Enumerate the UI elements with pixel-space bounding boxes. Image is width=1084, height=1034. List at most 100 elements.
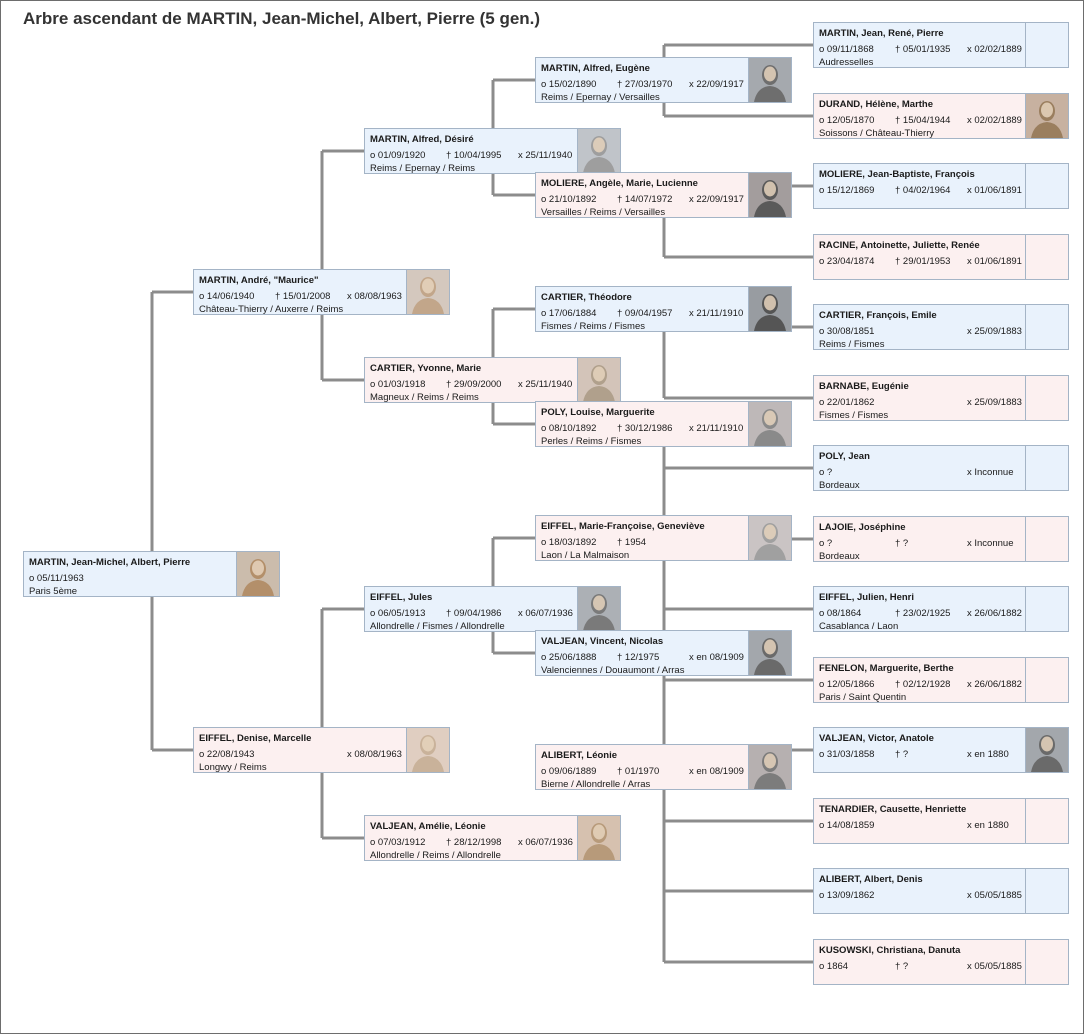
person-card[interactable]: CARTIER, Théodore o 17/06/1884 † 09/04/195… <box>535 286 792 332</box>
birth-date: o 31/03/1858 <box>819 749 875 760</box>
portrait-icon <box>578 816 620 860</box>
person-name: MARTIN, André, "Maurice" <box>199 275 319 286</box>
places: Bierne / Allondrelle / Arras <box>541 779 651 790</box>
marriage-date: x en 1880 <box>967 820 1009 831</box>
photo-frame <box>748 516 791 560</box>
photo-frame <box>1025 728 1068 772</box>
death-date: † 15/04/1944 <box>895 115 951 126</box>
birth-date: o 15/02/1890 <box>541 79 597 90</box>
marriage-date: x 06/07/1936 <box>518 608 573 619</box>
death-date: † 05/01/1935 <box>895 44 951 55</box>
photo-frame <box>1025 94 1068 138</box>
photo-frame <box>1025 164 1068 208</box>
birth-date: o ? <box>819 538 833 549</box>
death-date: † 02/12/1928 <box>895 679 951 690</box>
birth-date: o 17/06/1884 <box>541 308 597 319</box>
marriage-date: x 02/02/1889 <box>967 115 1022 126</box>
person-card[interactable]: MARTIN, André, "Maurice"o 14/06/1940† 15… <box>193 269 450 315</box>
birth-date: o 08/10/1892 <box>541 423 597 434</box>
person-name: CARTIER, Yvonne, Marie <box>370 363 482 374</box>
marriage-date: x 08/08/1963 <box>347 291 402 302</box>
marriage-date: x Inconnue <box>967 467 1014 478</box>
marriage-date: x 25/09/1883 <box>967 326 1022 337</box>
person-name: FENELON, Marguerite, Berthe <box>819 663 954 674</box>
places: Magneux / Reims / Reims <box>370 392 479 403</box>
photo-frame <box>748 58 791 102</box>
places: Casablanca / Laon <box>819 621 899 632</box>
portrait-icon <box>237 552 279 596</box>
marriage-date: x 26/06/1882 <box>967 679 1022 690</box>
photo-frame <box>1025 305 1068 349</box>
photo-frame <box>577 587 620 631</box>
death-date: † ? <box>895 538 909 549</box>
person-card[interactable]: EIFFEL, Denise, Marcelle o 22/08/1943 x 08… <box>193 727 450 773</box>
marriage-date: x 21/11/1910 <box>689 308 744 319</box>
death-date: † 04/02/1964 <box>895 185 951 196</box>
marriage-date: x 08/08/1963 <box>347 749 402 760</box>
places: Château-Thierry / Auxerre / Reims <box>199 304 344 315</box>
places: Reims / Epernay / Reims <box>370 163 476 174</box>
birth-date: o 23/04/1874 <box>819 256 875 267</box>
birth-date: o ? <box>819 467 833 478</box>
marriage-date: x 25/11/1940 <box>518 150 573 161</box>
person-name: BARNABE, Eugénie <box>819 381 909 392</box>
places: Soissons / Château-Thierry <box>819 128 935 139</box>
places: Laon / La Malmaison <box>541 550 630 561</box>
birth-date: o 06/05/1913 <box>370 608 426 619</box>
places: Allondrelle / Reims / Allondrelle <box>370 850 501 861</box>
places: Fismes / Reims / Fismes <box>541 321 645 332</box>
photo-frame <box>1025 23 1068 67</box>
death-date: † 09/04/1957 <box>617 308 673 319</box>
photo-frame <box>1025 799 1068 843</box>
birth-date: o 01/03/1918 <box>370 379 426 390</box>
places: Longwy / Reims <box>199 762 267 773</box>
marriage-date: x 05/05/1885 <box>967 961 1022 972</box>
photo-frame <box>406 270 449 314</box>
marriage-date: x 25/11/1940 <box>518 379 573 390</box>
person-name: CARTIER, Théodore <box>541 292 632 303</box>
photo-frame <box>1025 517 1068 561</box>
places: Audresselles <box>819 57 874 68</box>
photo-frame <box>1025 446 1068 490</box>
person-name: TENARDIER, Causette, Henriette <box>819 804 967 815</box>
person-name: EIFFEL, Denise, Marcelle <box>199 733 312 744</box>
photo-frame <box>577 358 620 402</box>
marriage-date: x en 08/1909 <box>689 652 744 663</box>
photo-frame <box>1025 940 1068 984</box>
marriage-date: x 21/11/1910 <box>689 423 744 434</box>
birth-date: o 09/11/1868 <box>819 44 874 55</box>
marriage-date: x Inconnue <box>967 538 1014 549</box>
birth-date: o 22/08/1943 <box>199 749 255 760</box>
birth-date: o 25/06/1888 <box>541 652 597 663</box>
death-date: † 14/07/1972 <box>617 194 673 205</box>
places: Versailles / Reims / Versailles <box>541 207 666 218</box>
marriage-date: x 26/06/1882 <box>967 608 1022 619</box>
marriage-date: x 25/09/1883 <box>967 397 1022 408</box>
marriage-date: x en 08/1909 <box>689 766 744 777</box>
